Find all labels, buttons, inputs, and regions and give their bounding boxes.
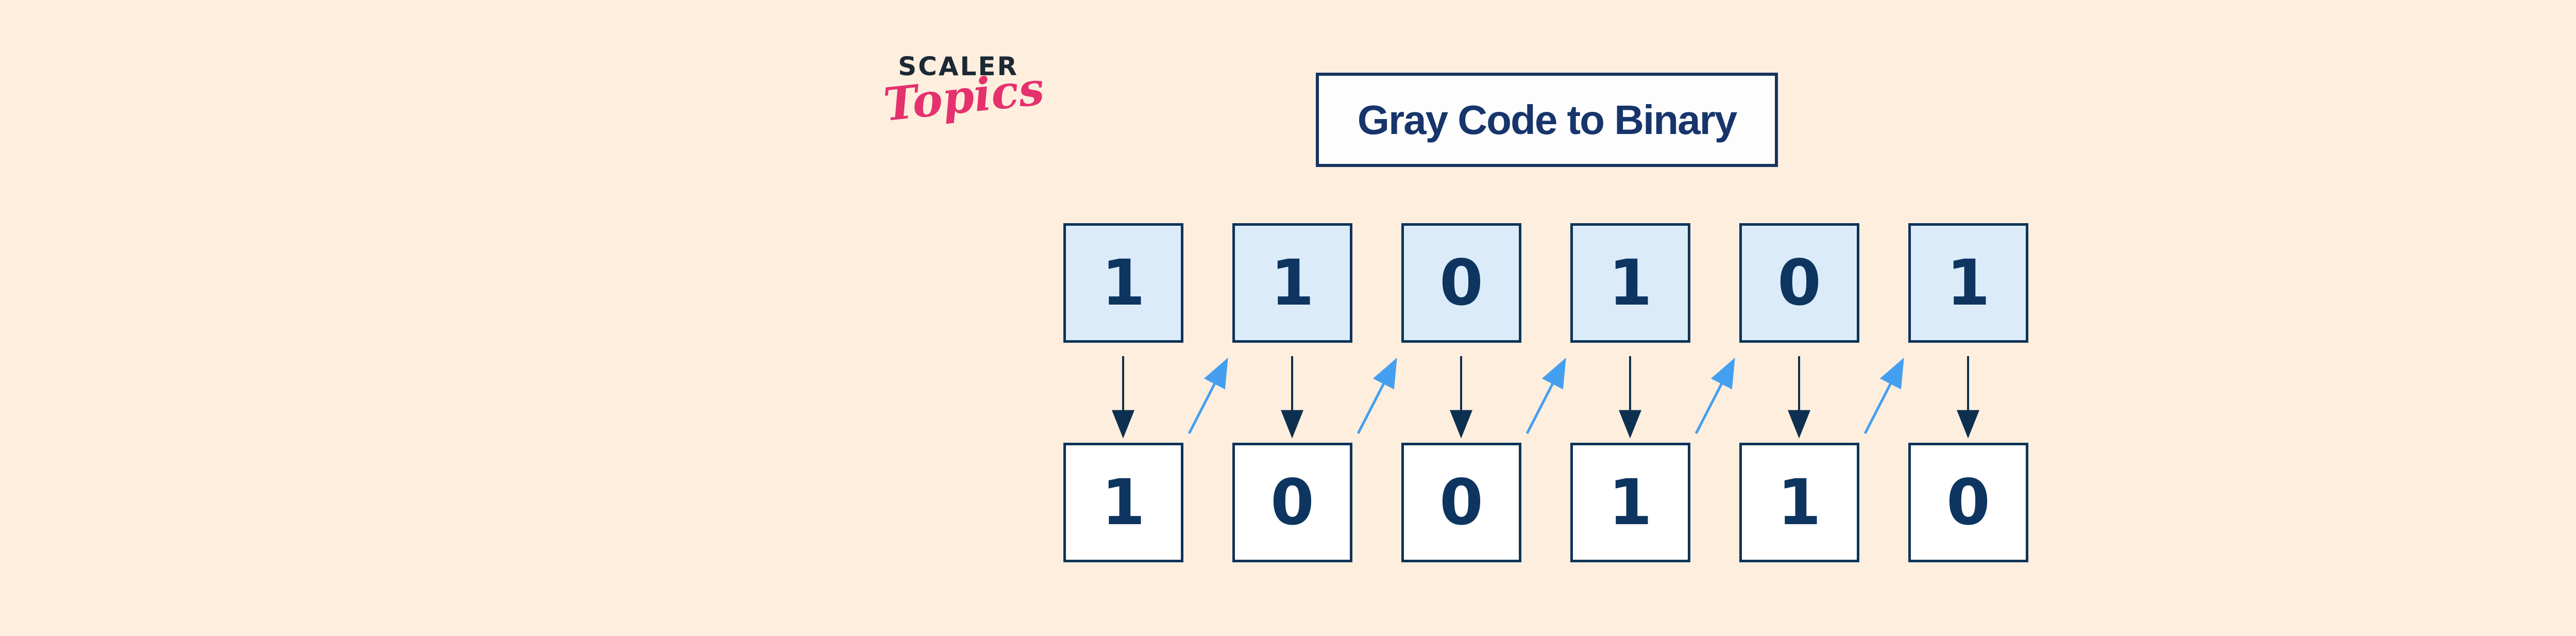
xor-up-arrow: [1863, 357, 1904, 434]
page-title: Gray Code to Binary: [1357, 96, 1738, 143]
gray-bit-cell: 1: [1063, 223, 1183, 343]
logo-brand-text: SCALER: [898, 52, 1019, 81]
gray-bit-cell: 0: [1739, 223, 1859, 343]
binary-bit-cell: 1: [1739, 443, 1859, 562]
gray-bit-cell: 1: [1908, 223, 2028, 343]
binary-bit-cell: 0: [1908, 443, 2028, 562]
xor-up-arrow: [1188, 357, 1228, 434]
xor-up-arrow: [1694, 357, 1735, 434]
title-box: Gray Code to Binary: [1316, 73, 1778, 167]
gray-bit-cell: 1: [1570, 223, 1690, 343]
xor-up-arrow: [1357, 357, 1397, 434]
binary-bit-cell: 1: [1063, 443, 1183, 562]
binary-bit-cell: 0: [1232, 443, 1352, 562]
binary-bit-cell: 0: [1401, 443, 1521, 562]
gray-bit-cell: 1: [1232, 223, 1352, 343]
xor-up-arrow: [1526, 357, 1566, 434]
gray-bit-cell: 0: [1401, 223, 1521, 343]
binary-bit-cell: 1: [1570, 443, 1690, 562]
scaler-topics-logo: SCALER Topics: [881, 51, 1046, 159]
